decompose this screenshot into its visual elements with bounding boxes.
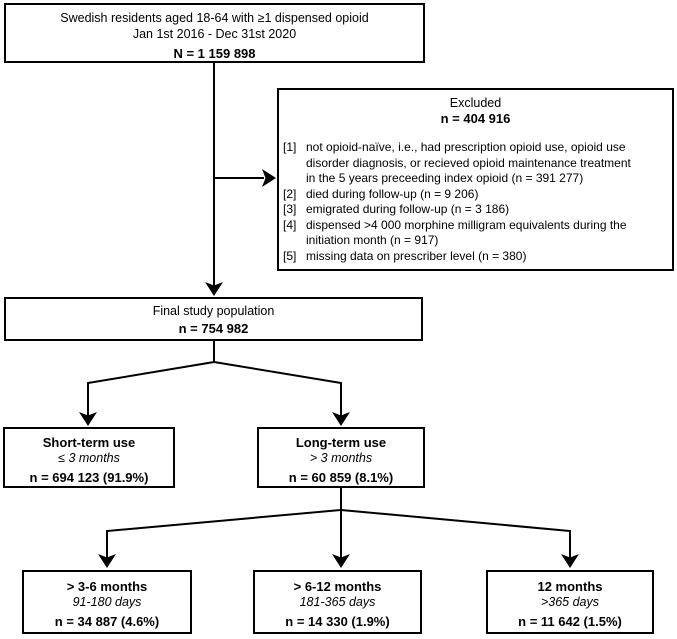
excluded-item-text: died during follow-up (n = 9 206) [306, 186, 479, 201]
long-term-subtitle: > 3 months [309, 451, 373, 465]
source-population-line1: Swedish residents aged 18-64 with ≥1 dis… [60, 11, 369, 25]
duration-title: 12 months [537, 579, 603, 594]
arrow-long-to-6-12-months [332, 510, 350, 568]
excluded-item-label: [3] [283, 202, 297, 216]
excluded-item: [3] emigrated during follow-up (n = 3 18… [283, 202, 668, 218]
excluded-items-list: [1] not opioid-naïve, i.e., had prescrip… [283, 140, 668, 264]
excluded-item-label: [4] [283, 217, 297, 232]
arrow-top-to-excluded [214, 169, 276, 187]
excluded-item-text: missing data on prescriber level (n = 38… [306, 248, 527, 263]
excluded-box: Excluded n = 404 916 [1] not opioid-naïv… [277, 88, 674, 271]
short-term-count: n = 694 123 (91.9%) [29, 470, 149, 485]
short-term-subtitle: ≤ 3 months [58, 451, 120, 465]
excluded-item-text: not opioid-naïve, i.e., had prescription… [306, 140, 631, 185]
long-term-title: Long-term use [295, 435, 387, 450]
final-study-population-title: Final study population [152, 304, 275, 318]
arrow-top-to-final [205, 63, 223, 296]
excluded-item-text: dispensed >4 000 morphine milligram equi… [306, 217, 627, 248]
short-term-use-box: Short-term use ≤ 3 months n = 694 123 (9… [3, 427, 175, 488]
arrow-long-to-3-6-months [98, 488, 342, 568]
final-study-population-box: Final study population n = 754 982 [4, 297, 423, 341]
duration-subtitle: 181-365 days [299, 595, 376, 609]
final-study-population-count: n = 754 982 [178, 321, 249, 336]
source-population-line2: Jan 1st 2016 - Dec 31st 2020 [132, 27, 297, 41]
source-population-box: Swedish residents aged 18-64 with ≥1 dis… [4, 3, 425, 63]
duration-6-12-months-box: > 6-12 months 181-365 days n = 14 330 (1… [253, 570, 422, 634]
long-term-count: n = 60 859 (8.1%) [288, 470, 394, 485]
excluded-item-label: [2] [283, 186, 297, 201]
excluded-item: [4] dispensed >4 000 morphine milligram … [283, 218, 668, 249]
excluded-item-label: [5] [283, 248, 297, 263]
duration-count: n = 14 330 (1.9%) [285, 614, 390, 629]
duration-subtitle: >365 days [540, 595, 600, 609]
excluded-item: [2] died during follow-up (n = 9 206) [283, 187, 668, 203]
excluded-item: [1] not opioid-naïve, i.e., had prescrip… [283, 140, 668, 187]
arrow-final-to-short-term [79, 341, 215, 426]
duration-count: n = 34 887 (4.6%) [54, 614, 160, 629]
short-term-title: Short-term use [42, 435, 136, 450]
excluded-item: [5] missing data on prescriber level (n … [283, 249, 668, 265]
arrow-long-to-12-months [340, 509, 579, 568]
excluded-item-text: emigrated during follow-up (n = 3 186) [306, 202, 510, 216]
arrow-final-to-long-term [213, 361, 350, 426]
duration-subtitle: 91-180 days [72, 595, 142, 609]
duration-count: n = 11 642 (1.5%) [518, 614, 622, 629]
source-population-count: N = 1 159 898 [173, 46, 256, 61]
duration-over-12-months-box: 12 months >365 days n = 11 642 (1.5%) [486, 570, 654, 634]
long-term-use-box: Long-term use > 3 months n = 60 859 (8.1… [257, 427, 425, 488]
excluded-count: n = 404 916 [440, 111, 511, 126]
excluded-item-label: [1] [283, 140, 297, 154]
excluded-title: Excluded [449, 96, 502, 110]
duration-title: > 3-6 months [66, 579, 148, 594]
duration-title: > 6-12 months [293, 579, 382, 594]
duration-3-6-months-box: > 3-6 months 91-180 days n = 34 887 (4.6… [22, 570, 192, 634]
